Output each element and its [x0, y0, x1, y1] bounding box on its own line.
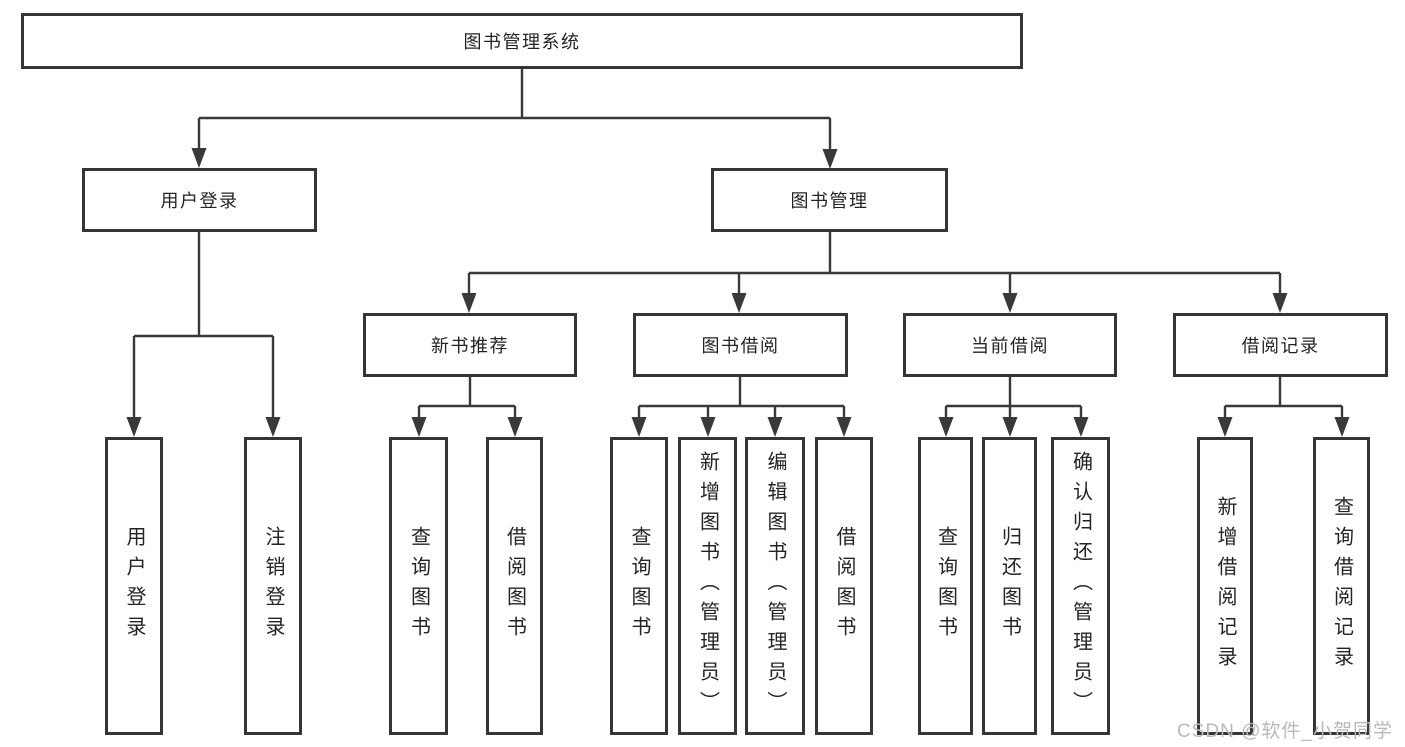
node-root-system: 图书管理系统 [21, 13, 1023, 69]
connector-login-to-leaves [126, 232, 281, 437]
leaf-query-borrow-record: 查询借阅记录 [1313, 437, 1370, 735]
leaf-user-login-label: 用户登录 [123, 526, 145, 646]
leaf-edit-books-admin-label: 编辑图书（管理员） [764, 451, 786, 721]
node-borrow-records-label: 借阅记录 [1241, 336, 1320, 356]
leaf-edit-books-admin: 编辑图书（管理员） [745, 437, 805, 735]
node-book-borrow: 图书借阅 [633, 313, 848, 377]
leaf-user-login: 用户登录 [105, 437, 163, 735]
connector-mgmt-to-level3 [461, 232, 1288, 313]
leaf-borrow-books-recommend: 借阅图书 [486, 437, 543, 735]
leaf-query-books-borrow: 查询图书 [610, 437, 668, 735]
leaf-add-borrow-record: 新增借阅记录 [1197, 437, 1253, 735]
connector-recommend-to-leaves [411, 377, 523, 437]
leaf-query-books-borrow-label: 查询图书 [628, 526, 650, 646]
node-current-borrow: 当前借阅 [903, 313, 1117, 377]
connector-root-to-level2 [191, 69, 838, 169]
leaf-add-books-admin: 新增图书（管理员） [678, 437, 737, 735]
node-user-login-label: 用户登录 [160, 191, 239, 211]
node-book-management: 图书管理 [711, 168, 948, 232]
leaf-query-books-recommend-label: 查询图书 [407, 526, 430, 646]
node-new-book-recommend: 新书推荐 [363, 313, 577, 377]
leaf-add-books-admin-label: 新增图书（管理员） [696, 451, 719, 721]
leaf-borrow-books: 借阅图书 [815, 437, 873, 735]
leaf-return-books-label: 归还图书 [998, 526, 1021, 646]
node-current-borrow-label: 当前借阅 [971, 336, 1049, 356]
node-borrow-records: 借阅记录 [1173, 313, 1388, 377]
leaf-return-books: 归还图书 [982, 437, 1037, 735]
leaf-query-books-current-label: 查询图书 [934, 526, 957, 646]
node-user-login: 用户登录 [82, 168, 317, 232]
leaf-borrow-books-label: 借阅图书 [833, 526, 855, 646]
node-root-label: 图书管理系统 [463, 32, 581, 52]
leaf-add-borrow-record-label: 新增借阅记录 [1214, 496, 1236, 676]
node-new-book-recommend-label: 新书推荐 [431, 336, 509, 356]
leaf-confirm-return-admin-label: 确认归还（管理员） [1069, 451, 1092, 721]
leaf-logout: 注销登录 [244, 437, 302, 735]
csdn-watermark: CSDN @软件_小贺同学 [1177, 721, 1393, 742]
leaf-borrow-books-recommend-label: 借阅图书 [503, 526, 526, 646]
leaf-query-books-recommend: 查询图书 [389, 437, 448, 735]
connector-current-to-leaves [938, 377, 1089, 437]
connector-borrow-to-leaves [631, 377, 852, 437]
node-book-management-label: 图书管理 [790, 191, 869, 211]
leaf-query-borrow-record-label: 查询借阅记录 [1330, 496, 1353, 676]
connector-records-to-leaves [1217, 377, 1350, 437]
leaf-query-books-current: 查询图书 [918, 437, 973, 735]
leaf-logout-label: 注销登录 [262, 526, 284, 646]
node-book-borrow-label: 图书借阅 [701, 336, 780, 356]
leaf-confirm-return-admin: 确认归还（管理员） [1051, 437, 1110, 735]
